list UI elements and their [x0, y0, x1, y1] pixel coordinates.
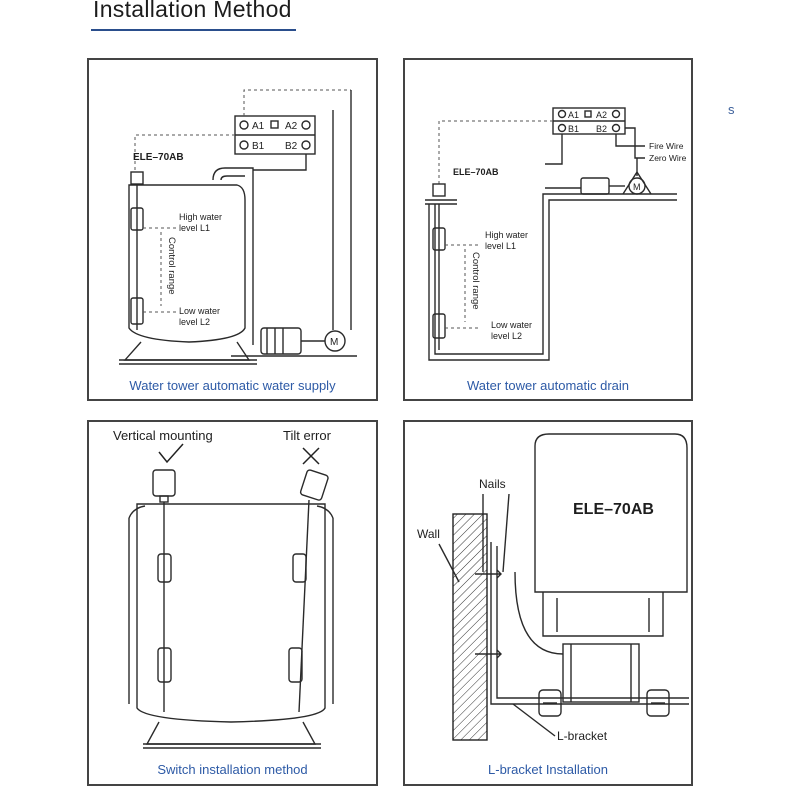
high-level-label-2: level L1 — [485, 241, 516, 251]
control-range-label: Control range — [470, 252, 481, 310]
high-level-label-1: High water — [485, 230, 528, 240]
terminal-b1-label: B1 — [568, 124, 579, 134]
low-level-label-2: level L2 — [179, 317, 210, 327]
float-high — [432, 227, 446, 251]
zero-wire-label: Zero Wire — [649, 153, 687, 163]
caption-water-supply: Water tower automatic water supply — [129, 378, 336, 393]
low-level-label-2: level L2 — [491, 331, 522, 341]
terminal-a1-label: A1 — [252, 121, 265, 132]
tower-stand — [123, 341, 251, 361]
fire-wire-label: Fire Wire — [649, 141, 684, 151]
float-low — [130, 297, 144, 325]
vertical-float-high — [157, 553, 172, 583]
water-tower — [128, 184, 246, 343]
switch-installation-diagram: Vertical mounting Tilt error — [113, 428, 334, 749]
vertical-mounting-label: Vertical mounting — [113, 428, 213, 443]
terminal-b2-label: B2 — [596, 124, 607, 134]
tilted-float-low — [288, 647, 303, 683]
terminal-a1-label: A1 — [568, 110, 579, 120]
tilt-error-label: Tilt error — [283, 428, 332, 443]
terminal-a2-label: A2 — [596, 110, 607, 120]
water-supply-diagram: A1 A2 B1 B2 ELE–70AB High water level L1… — [119, 89, 357, 365]
panel-water-drain: A1 A2 B1 B2 Fire Wire Zero Wire ELE–70AB… — [403, 58, 693, 401]
low-level-label-1: Low water — [179, 306, 220, 316]
drain-pump — [580, 177, 610, 195]
l-bracket-diagram: Wall Nails ELE–70AB L-bracket — [417, 433, 689, 743]
cross-mark-icon — [302, 447, 320, 465]
tank-stand — [145, 721, 317, 745]
float-low — [432, 313, 446, 339]
controller-base — [562, 643, 640, 703]
tilted-switch-head — [299, 469, 329, 501]
vertical-switch-head — [152, 469, 176, 497]
drain-tank — [428, 199, 677, 361]
caption-l-bracket: L-bracket Installation — [488, 762, 608, 777]
tilted-float-high — [292, 553, 307, 583]
vertical-float-low — [157, 647, 172, 683]
float-high — [130, 207, 144, 231]
nails-label: Nails — [479, 477, 506, 491]
controller-model-label: ELE–70AB — [573, 501, 654, 518]
model-label: ELE–70AB — [133, 152, 184, 163]
control-range-label: Control range — [166, 237, 177, 295]
motor-symbol — [628, 177, 646, 195]
stray-text: s — [728, 102, 735, 117]
high-level-label-2: level L1 — [179, 223, 210, 233]
motor-label: M — [633, 182, 641, 192]
terminal-b2-label: B2 — [285, 141, 298, 152]
terminal-a2-label: A2 — [285, 121, 298, 132]
bracket-nut-right — [646, 689, 670, 717]
check-mark-icon — [158, 443, 184, 464]
l-bracket — [490, 542, 689, 705]
tank-outline — [136, 503, 326, 723]
low-level-label-1: Low water — [491, 320, 532, 330]
water-drain-diagram: A1 A2 B1 B2 Fire Wire Zero Wire ELE–70AB… — [425, 107, 687, 361]
motor-symbol — [324, 330, 346, 352]
panel-water-supply: A1 A2 B1 B2 ELE–70AB High water level L1… — [87, 58, 378, 401]
float-switch-head — [432, 183, 446, 197]
wall-label: Wall — [417, 527, 440, 541]
bracket-nut-left — [538, 689, 562, 717]
terminal-b1-label: B1 — [252, 141, 265, 152]
float-switch-head — [130, 171, 144, 185]
caption-water-drain: Water tower automatic drain — [466, 378, 630, 393]
high-level-label-1: High water — [179, 212, 222, 222]
caption-switch-installation: Switch installation method — [157, 762, 308, 777]
l-bracket-label: L-bracket — [557, 729, 608, 743]
page-title: Installation Method — [93, 0, 292, 22]
panel-switch-installation: Vertical mounting Tilt error Switch inst… — [87, 420, 378, 786]
panel-l-bracket: Wall Nails ELE–70AB L-bracket L-bracket … — [403, 420, 693, 786]
motor-label: M — [330, 337, 338, 348]
title-underline — [91, 29, 296, 31]
wall-section — [452, 513, 488, 741]
controller-box — [534, 433, 688, 593]
model-label: ELE–70AB — [453, 167, 499, 177]
